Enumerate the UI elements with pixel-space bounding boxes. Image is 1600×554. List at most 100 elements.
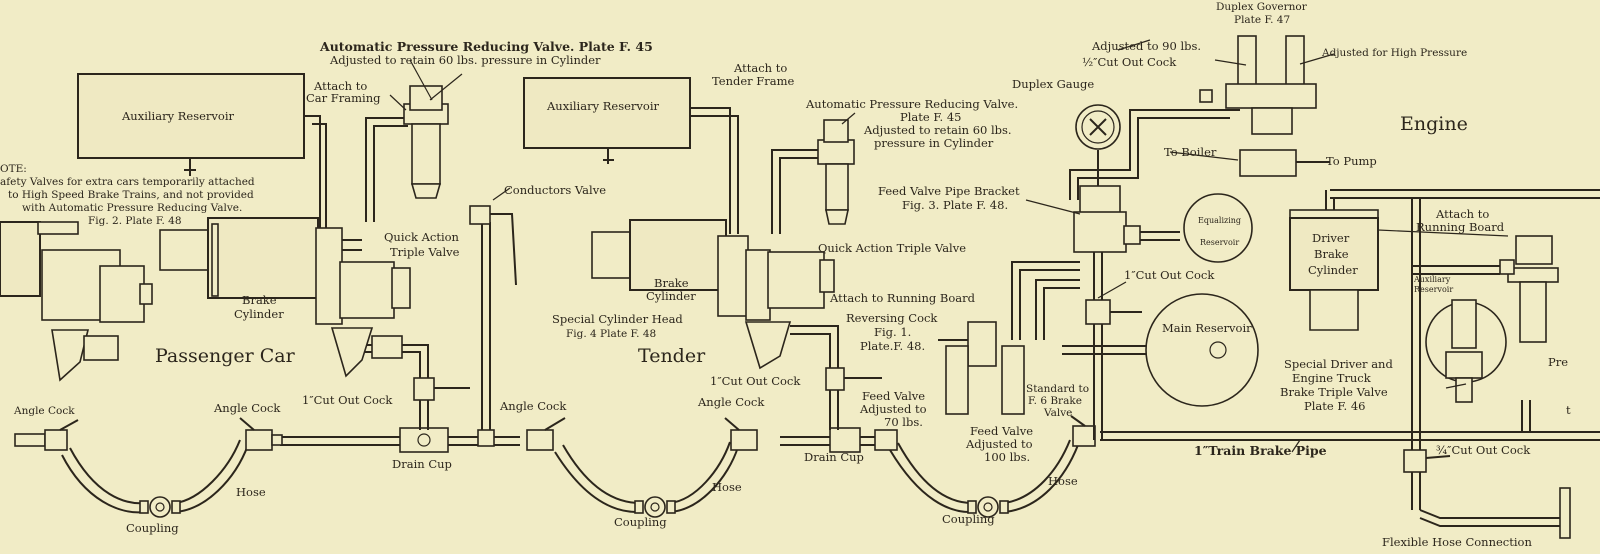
- note-line-4: Fig. 2. Plate F. 48: [88, 215, 182, 227]
- angle-cock-tender-front-label: Angle Cock: [499, 399, 567, 413]
- engine-cut-out-cock-label: 1″Cut Out Cock: [1124, 268, 1215, 282]
- drain-cup-2-label: Drain Cup: [804, 450, 864, 464]
- car-reducing-valve: [403, 85, 449, 199]
- main-reservoir-label: Main Reservoir: [1162, 321, 1252, 335]
- section-titles: Passenger Car Tender Engine: [155, 113, 1468, 367]
- duplex-governor: [1199, 35, 1330, 177]
- tender-title: Tender: [638, 345, 706, 367]
- attach-car-framing-2: Car Framing: [306, 91, 381, 105]
- tender-cut-out-cock-label: 1″Cut Out Cock: [710, 374, 801, 388]
- standard-triple-1: Standard to: [1026, 383, 1089, 395]
- aux-small-1: Auxiliary: [1413, 275, 1451, 284]
- note-block: OTE: afety Valves for extra cars tempora…: [0, 163, 255, 227]
- equalizing-label-2: Reservoir: [1200, 238, 1239, 247]
- reversing-cock: [938, 321, 997, 367]
- main-reservoir: [1145, 293, 1259, 407]
- tender-reducing-3: Adjusted to retain 60 lbs.: [863, 123, 1012, 137]
- engine-cut-out-cock-3-4: [1403, 449, 1451, 473]
- engine-cut-out-cock: [1085, 299, 1142, 325]
- tender-triple-valve: [744, 249, 835, 370]
- driver-cyl-1: Driver: [1312, 231, 1350, 245]
- feed-valve-bracket: [1073, 185, 1141, 253]
- tender-aux-reservoir-label: Auxiliary Reservoir: [546, 99, 660, 113]
- feed-valve-bracket-1: Feed Valve Pipe Bracket: [878, 184, 1020, 198]
- angle-cock-left-label: Angle Cock: [13, 405, 75, 417]
- car-aux-reservoir-box: [77, 73, 305, 176]
- equalizing-reservoir: [1183, 193, 1253, 263]
- angle-cock-mid-label: Angle Cock: [213, 401, 281, 415]
- cut-out-cock-half-label: ½″Cut Out Cock: [1082, 55, 1177, 69]
- pre-fragment-label: Pre: [1548, 355, 1568, 369]
- drain-cup-1-label: Drain Cup: [392, 457, 452, 471]
- reversing-cock-1: Reversing Cock: [846, 311, 938, 325]
- flexible-hose-label: Flexible Hose Connection: [1382, 535, 1532, 549]
- tender-reducing-1: Automatic Pressure Reducing Valve.: [805, 97, 1018, 111]
- flexible-hose: [1419, 487, 1571, 539]
- special-triple-4: Plate F. 46: [1304, 399, 1366, 413]
- tender-labels: Auxiliary Reservoir Attach to Tender Fra…: [546, 61, 1018, 388]
- to-boiler-label: To Boiler: [1164, 145, 1217, 159]
- engine-labels: Duplex Governor Plate F. 47 Adjusted to …: [829, 1, 1571, 549]
- passenger-car-title: Passenger Car: [155, 345, 296, 367]
- engine-right-valve: [1499, 235, 1559, 343]
- attach-running-board-2b: Running Board: [1416, 220, 1505, 234]
- coupling-1-label: Coupling: [126, 521, 179, 535]
- couplings: [139, 496, 1009, 518]
- car-triple-valve: [315, 227, 411, 378]
- feed-valve-100-1: Feed Valve: [970, 424, 1033, 438]
- feed-valve-100-3: 100 lbs.: [984, 450, 1030, 464]
- angle-cocks: [14, 415, 1096, 451]
- car-brake-cyl-label-2: Cylinder: [234, 307, 284, 321]
- feed-valve-70-1: Feed Valve: [862, 389, 925, 403]
- tender-reducing-4: pressure in Cylinder: [874, 136, 994, 150]
- attach-running-board-2a: Attach to: [1435, 207, 1489, 221]
- duplex-gauge: [1075, 104, 1121, 150]
- tender-aux-reservoir-box: [523, 77, 691, 164]
- attach-tender-frame-2: Tender Frame: [712, 74, 795, 88]
- car-brake-cylinder: [159, 217, 319, 299]
- attach-car-framing-1: Attach to: [313, 79, 367, 93]
- car-cut-out-cock: [413, 377, 470, 401]
- to-pump-label: To Pump: [1326, 154, 1377, 168]
- attach-tender-frame-1: Attach to: [733, 61, 787, 75]
- conductors-valve-label: Conductors Valve: [504, 183, 606, 197]
- standard-triple-3: Valve: [1043, 407, 1072, 419]
- special-head-1: Special Cylinder Head: [552, 312, 683, 326]
- special-triple-2: Engine Truck: [1292, 371, 1372, 385]
- angle-cock-tender-rear-label: Angle Cock: [697, 395, 765, 409]
- reversing-cock-3: Plate.F. 48.: [860, 339, 925, 353]
- car-left-equipment: [0, 221, 153, 382]
- car-triple-label-1: Quick Action: [384, 230, 460, 244]
- tender-reducing-valve: [817, 119, 855, 225]
- adjusted-90-label: Adjusted to 90 lbs.: [1091, 39, 1201, 53]
- train-brake-pipe-label: 1″Train Brake Pipe: [1194, 443, 1327, 458]
- hose-lines: [61, 439, 1079, 514]
- coupling-2-label: Coupling: [614, 515, 667, 529]
- tender-reducing-2: Plate F. 45: [900, 110, 962, 124]
- reversing-cock-2: Fig. 1.: [874, 325, 911, 339]
- adjusted-high-label: Adjusted for High Pressure: [1321, 47, 1467, 59]
- tender-triple-label: Quick Action Triple Valve: [818, 241, 966, 255]
- hose-1-label: Hose: [236, 485, 266, 499]
- duplex-governor-2: Plate F. 47: [1234, 14, 1290, 26]
- special-triple-3: Brake Triple Valve: [1280, 385, 1388, 399]
- special-driver-triple: [1425, 299, 1507, 403]
- tender-cut-out-cock: [825, 367, 882, 391]
- driver-brake-cylinder: [1289, 209, 1379, 331]
- car-aux-reservoir-label: Auxiliary Reservoir: [121, 109, 235, 123]
- conductors-valve: [469, 187, 517, 286]
- car-reducing-valve-label-2: Adjusted to retain 60 lbs. pressure in C…: [329, 53, 601, 67]
- feed-valves: [945, 345, 1025, 415]
- feed-valve-100-2: Adjusted to: [965, 437, 1033, 451]
- engine-title: Engine: [1400, 113, 1468, 135]
- note-line-2: to High Speed Brake Trains, and not prov…: [8, 189, 254, 201]
- note-title: OTE:: [0, 163, 27, 175]
- aux-small-2: Reservoir: [1414, 285, 1453, 294]
- cut-out-cock-3-4-label: ¾″Cut Out Cock: [1436, 443, 1531, 457]
- t-fragment-label: t: [1566, 403, 1571, 417]
- tender-piping: [690, 107, 839, 430]
- car-brake-cyl-label-1: Brake: [242, 293, 277, 307]
- hose-3-label: Hose: [1048, 474, 1078, 488]
- special-head-2: Fig. 4 Plate F. 48: [566, 328, 656, 340]
